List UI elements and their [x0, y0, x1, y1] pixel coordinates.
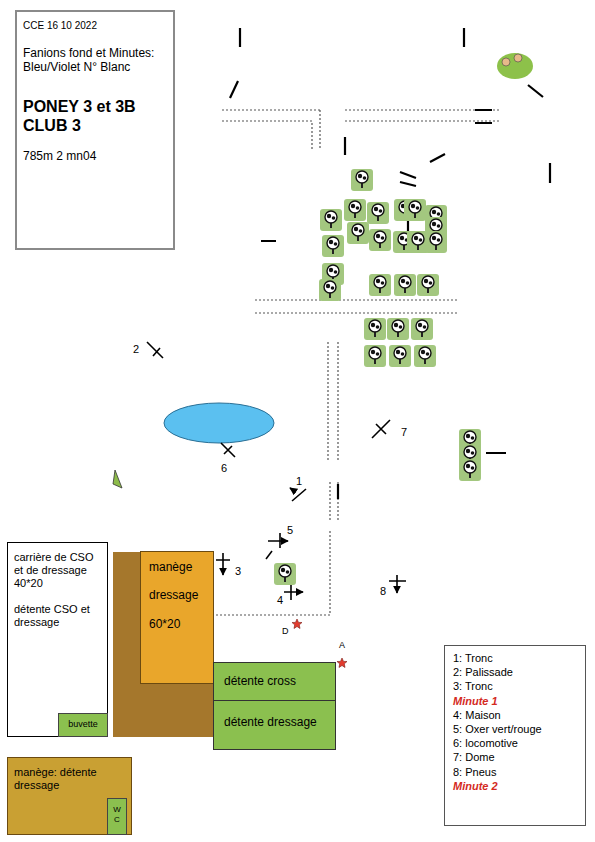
- tree: [364, 345, 386, 367]
- tree: [319, 279, 341, 301]
- tree: [347, 222, 369, 244]
- tree: [387, 318, 409, 340]
- node-text: détente dressage: [224, 715, 325, 729]
- node-text: CCE 16 10 2022: [23, 20, 167, 32]
- callout-number: A: [339, 641, 345, 650]
- node-text: détente cross: [224, 674, 325, 688]
- tree: [320, 209, 342, 231]
- tree: [404, 199, 426, 221]
- wc-box: W C: [107, 798, 127, 835]
- info-box: CCE 16 10 2022Fanions fond et Minutes: B…: [15, 10, 175, 250]
- tree: [417, 274, 439, 296]
- node-text: 8: Pneus: [453, 766, 577, 779]
- trees: [274, 169, 481, 585]
- node-text: 2: Palissade: [453, 666, 577, 679]
- flag: [113, 470, 122, 488]
- callout-number: 8: [380, 586, 386, 597]
- node-text: carrière de CSO et de dressage 40*20: [14, 551, 101, 591]
- tree: [394, 274, 416, 296]
- tree: [425, 231, 447, 253]
- callout-number: 5: [287, 525, 293, 536]
- tree: [367, 202, 389, 224]
- track: [216, 110, 500, 615]
- tree: [351, 169, 373, 191]
- tree: [369, 274, 391, 296]
- node-text: 60*20: [149, 617, 205, 631]
- buvette-box: buvette: [58, 713, 108, 737]
- manege-box: manège dressage 60*20: [140, 551, 214, 684]
- tree: [459, 459, 481, 481]
- node-text: PONEY 3 et 3B CLUB 3: [23, 97, 167, 135]
- indoor-box: manège: détente dressage W C: [7, 757, 132, 835]
- lake: [164, 403, 274, 443]
- node-text: 5: Oxer vert/rouge: [453, 723, 577, 736]
- ground-area: [113, 552, 213, 737]
- node-text: 7: Dome: [453, 751, 577, 764]
- callout-number: 1: [296, 476, 302, 487]
- callout-number: 3: [235, 566, 241, 577]
- node-text: manège: [149, 560, 205, 574]
- node-text: Fanions fond et Minutes: Bleu/Violet N° …: [23, 46, 167, 75]
- bush: [497, 53, 533, 79]
- node-text: Minute 1: [453, 695, 577, 708]
- legend-box: 1: Tronc2: Palissade3: TroncMinute 14: M…: [444, 645, 586, 826]
- callout-number: 7: [401, 427, 407, 438]
- tree: [369, 229, 391, 251]
- tree: [411, 318, 433, 340]
- warmup-box: détente cross: [213, 662, 336, 701]
- callout-number: 6: [221, 463, 227, 474]
- callout-number: 4: [277, 595, 283, 606]
- callout-number: D: [282, 627, 289, 636]
- node-text: manège: détente dressage: [14, 766, 125, 792]
- tree: [274, 563, 296, 585]
- tree: [389, 345, 411, 367]
- node-text: 1: Tronc: [453, 652, 577, 665]
- node-text: 4: Maison: [453, 709, 577, 722]
- node-text: Minute 2: [453, 780, 577, 793]
- node-text: 785m 2 mn04: [23, 149, 167, 163]
- obstacle-strokes: [230, 28, 550, 499]
- node-text: détente CSO et dressage: [14, 603, 101, 629]
- tree: [364, 318, 386, 340]
- callout-number: 2: [133, 344, 139, 355]
- warmup-box: détente dressage: [213, 700, 336, 750]
- tree: [344, 199, 366, 221]
- node-text: buvette: [61, 719, 105, 730]
- node-text: W C: [113, 805, 121, 826]
- node-text: 3: Tronc: [453, 680, 577, 693]
- obstacles: [147, 342, 406, 600]
- node-text: dressage: [149, 588, 205, 602]
- tree: [414, 345, 436, 367]
- tree: [322, 235, 344, 257]
- node-text: 6: locomotive: [453, 737, 577, 750]
- start-stars: [292, 619, 347, 668]
- arena-box: carrière de CSO et de dressage 40*20 déte…: [7, 542, 108, 737]
